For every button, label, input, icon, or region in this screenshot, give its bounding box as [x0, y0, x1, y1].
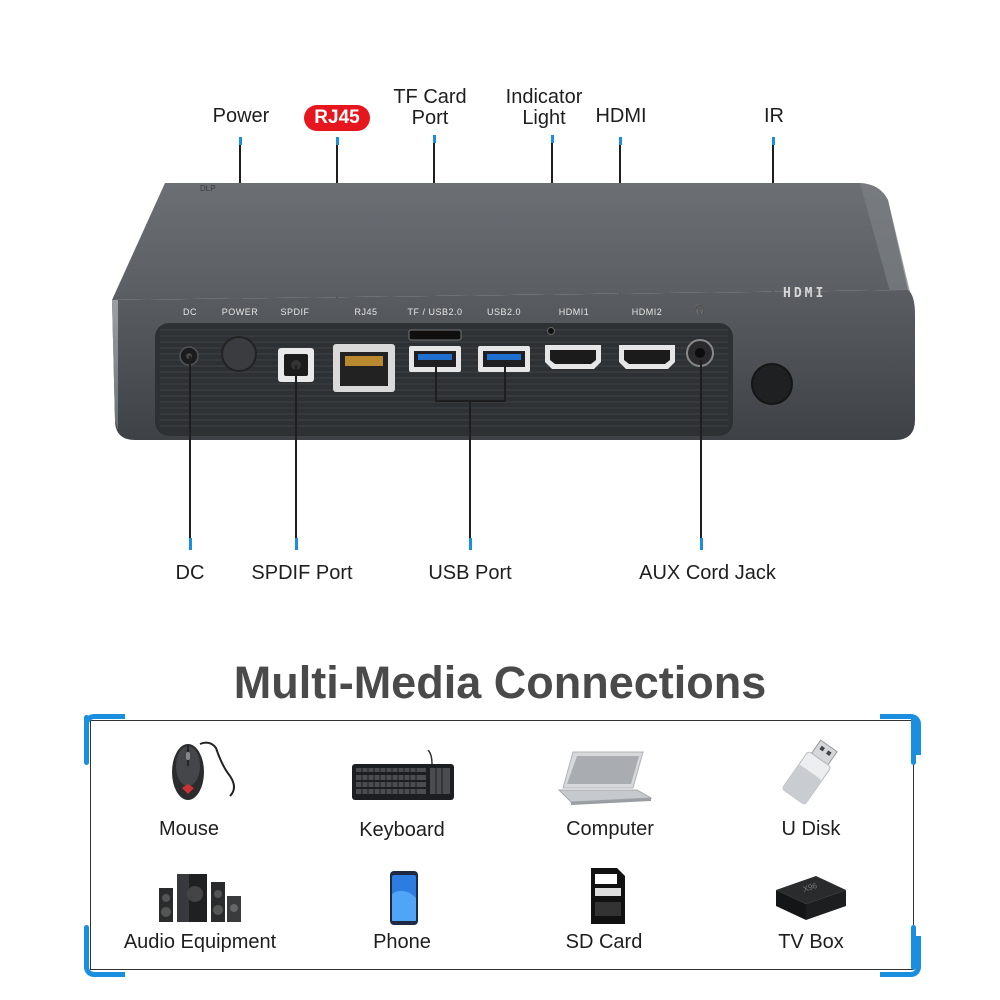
- sd-card-icon: [591, 868, 625, 924]
- callout-tick-rj45: [336, 137, 339, 145]
- label-dc: DC: [175, 562, 205, 584]
- ir-window: [751, 363, 793, 405]
- mouse-icon: [172, 741, 235, 800]
- panel-label-hdmi2: HDMI2: [631, 307, 663, 317]
- panel-label-spdif: SPDIF: [280, 307, 310, 317]
- devices-frame: [90, 720, 914, 970]
- label-power: Power: [212, 105, 270, 127]
- callout-tick-indicator: [551, 135, 554, 143]
- callout-line-spdif: [295, 365, 297, 542]
- frame-tick-left-bottom: [84, 925, 89, 970]
- device-label-mouse: Mouse: [158, 818, 220, 840]
- panel-label-rj45: RJ45: [354, 307, 378, 317]
- callout-line-aux: [700, 360, 702, 542]
- label-tf-card-line1: TF Card: [393, 86, 467, 108]
- callout-line-usb2-up: [504, 360, 506, 402]
- projector-device: DLP: [112, 183, 915, 440]
- indicator-light: [547, 327, 555, 335]
- section-title: Multi-Media Connections: [233, 657, 767, 708]
- callout-tick-hdmi: [619, 137, 622, 145]
- callout-tick-dc: [189, 538, 192, 550]
- device-label-sd-card: SD Card: [565, 931, 643, 953]
- callout-tick-power: [239, 137, 242, 145]
- device-label-keyboard: Keyboard: [359, 819, 445, 841]
- svg-text:DLP: DLP: [200, 184, 216, 193]
- speakers-icon: [159, 874, 241, 922]
- tf-card-slot: [408, 329, 462, 341]
- power-button-device: [221, 336, 257, 372]
- panel-label-usb2: USB2.0: [486, 307, 522, 317]
- frame-tick-right-top: [911, 715, 916, 765]
- frame-corner-br: [880, 936, 921, 977]
- panel-label-dc: DC: [183, 307, 197, 317]
- hdmi-logo-on-device: HDMI: [783, 286, 827, 301]
- laptop-icon: [557, 751, 653, 805]
- panel-label-power: POWER: [221, 307, 259, 317]
- panel-label-tf-usb: TF / USB2.0: [407, 307, 463, 317]
- frame-tick-left-top: [84, 715, 89, 765]
- device-label-audio-equipment: Audio Equipment: [123, 931, 277, 953]
- keyboard-icon: [352, 750, 454, 800]
- label-rj45-badge: RJ45: [304, 105, 370, 131]
- panel-label-headphone: 🎧: [694, 304, 706, 314]
- label-indicator-line1: Indicator: [505, 86, 583, 108]
- device-label-tv-box: TV Box: [778, 931, 844, 953]
- device-label-u-disk: U Disk: [781, 818, 841, 840]
- frame-corner-tl: [84, 714, 125, 755]
- callout-line-usb: [469, 400, 471, 542]
- label-spdif-port: SPDIF Port: [251, 562, 353, 584]
- svg-text:X96: X96: [802, 881, 819, 894]
- tv-box-icon: X96: [776, 876, 846, 920]
- phone-icon: [390, 871, 418, 925]
- callout-line-usb1-up: [435, 360, 437, 402]
- callout-tick-tf: [433, 135, 436, 143]
- callout-tick-aux: [700, 538, 703, 550]
- callout-tick-usb: [469, 538, 472, 550]
- device-label-phone: Phone: [373, 931, 431, 953]
- label-indicator-line2: Light: [522, 107, 566, 129]
- callout-tick-spdif: [295, 538, 298, 550]
- frame-corner-tr: [880, 714, 921, 755]
- frame-tick-right-bottom: [911, 925, 916, 970]
- usb-drive-icon: [782, 739, 838, 805]
- callout-line-dc: [189, 356, 191, 542]
- label-usb-port: USB Port: [428, 562, 512, 584]
- label-hdmi: HDMI: [595, 105, 647, 127]
- panel-label-hdmi1: HDMI1: [558, 307, 590, 317]
- device-label-computer: Computer: [566, 818, 654, 840]
- label-aux-cord-jack: AUX Cord Jack: [639, 562, 776, 584]
- label-ir: IR: [764, 105, 784, 127]
- label-tf-card-line2: Port: [411, 107, 449, 129]
- callout-tick-ir: [772, 137, 775, 145]
